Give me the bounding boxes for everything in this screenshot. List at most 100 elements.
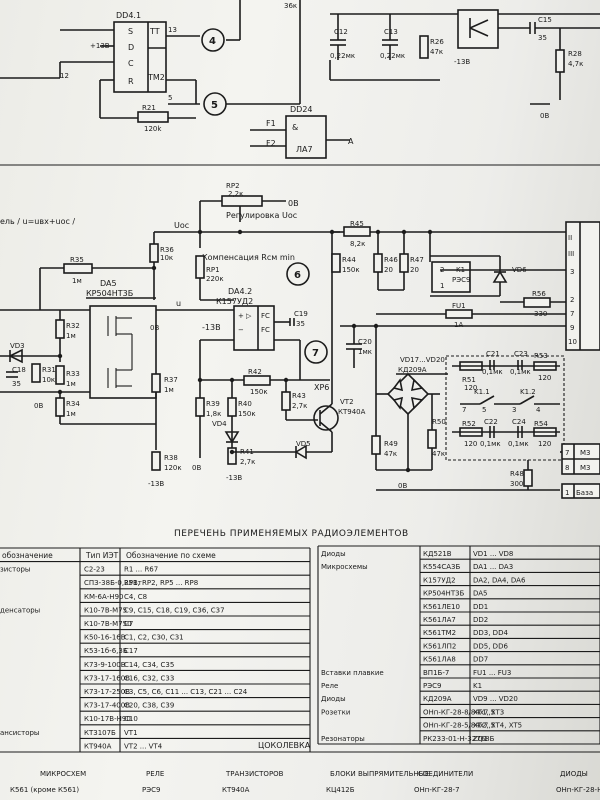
conn-iii: III — [568, 250, 574, 258]
r35-label: R35 — [70, 256, 84, 264]
r46-label: R46 — [384, 256, 398, 264]
c20-value: 1мк — [358, 348, 372, 356]
zero-left: 0B — [34, 402, 43, 410]
c12-label: C12 — [334, 28, 348, 36]
r47-label: R47 — [410, 256, 424, 264]
r56-label: R56 — [532, 290, 546, 298]
svg-text:5: 5 — [482, 406, 486, 414]
pinout-heading: ТРАНЗИСТОРОВ — [225, 770, 284, 778]
r54-label: R54 — [534, 420, 548, 428]
bom-left-type: К73-17-160В — [84, 674, 130, 682]
zero-bottom: 0B — [398, 482, 407, 490]
pinout-subheading: ОНп-КГ-28-Н — [556, 786, 600, 794]
f1-label: F1 — [266, 119, 276, 128]
bom-left-type: К73-9-100В — [84, 661, 126, 669]
f2-label: F2 — [266, 139, 276, 148]
bom-right-group: Реле — [321, 682, 338, 690]
bom-right-group: Розетки — [321, 708, 350, 716]
rp2-zero: 0B — [288, 199, 299, 208]
bom-right-type: К554СА3Б — [423, 563, 460, 571]
r40-label: R40 — [238, 400, 252, 408]
pinout-subheading: К561 (кроме К561) — [10, 786, 79, 794]
bom-left-ref: C17 — [124, 647, 138, 655]
bom-right-ref: VD9 ... VD20 — [473, 695, 518, 703]
bom-right-ref: DA1 ... DA3 — [473, 563, 513, 571]
output-a-label: A — [348, 137, 354, 146]
bom-right-ref: K1 — [473, 682, 482, 690]
bom-right-type: РК233-01-Н-32768Б — [423, 735, 495, 743]
bom-title: ПЕРЕЧЕНЬ ПРИМЕНЯЕМЫХ РАДИОЭЛЕМЕНТОВ — [174, 529, 409, 539]
r31-label: R31 — [42, 366, 56, 374]
pinout-subheading: ОНп-КГ-28-7 — [414, 786, 460, 794]
r21-value: 120k — [144, 125, 162, 133]
rp2-label: RP2 — [226, 182, 240, 190]
pinout-subheading: РЭС9 — [142, 786, 160, 794]
bom-left-type: С2-23 — [84, 566, 105, 574]
uoc-label: Uос — [174, 221, 189, 230]
pin-s: S — [128, 27, 133, 36]
vt2-label: VT2 — [340, 398, 354, 406]
pin-12: 12 — [60, 72, 69, 80]
bom-right-type: КР504НТ3Б — [423, 590, 465, 598]
vd5-label: VD5 — [296, 440, 311, 448]
conn-1: 1 — [565, 489, 569, 497]
marker-7: 7 — [312, 348, 319, 359]
bom-left-ref: C9, C15, C18, C19, C36, C37 — [124, 606, 225, 614]
minus13-mid: -13B — [202, 323, 221, 332]
r53-value: 120 — [538, 374, 551, 382]
bom-right-group: Резонаторы — [321, 735, 365, 743]
kd209-label: КД209А — [398, 366, 427, 374]
bom-left-ref: C3, C5, C6, C11 ... C13, C21 ... C24 — [124, 688, 248, 696]
svg-text:4: 4 — [536, 406, 541, 414]
fu1-value: 1А — [454, 321, 463, 329]
bom-right-type: К561ЛП2 — [423, 642, 456, 650]
bom-right-group: Микросхемы — [321, 563, 368, 571]
r52-label: R52 — [462, 420, 476, 428]
bom-left-ref: C16, C32, C33 — [124, 674, 174, 682]
bom-left-ref: C10 — [124, 715, 138, 723]
bom-right-ref: VD1 ... VD8 — [473, 550, 513, 558]
rp2-value: 2,2к — [228, 190, 243, 198]
r48-label: R48 — [510, 470, 524, 478]
rp1-value: 220к — [206, 275, 224, 283]
da5-label: DA5 — [100, 279, 117, 288]
pinout-heading: РЕЛЕ — [146, 770, 164, 778]
la7-label: ЛА7 — [296, 145, 313, 154]
c24-value: 0,1мк — [508, 440, 529, 448]
bom-left-type: СПЗ-38Б-0,25Вт — [84, 579, 142, 587]
tm2-label: TM2 — [147, 73, 165, 82]
pin-c: C — [128, 59, 134, 68]
r56-value: 330 — [534, 310, 547, 318]
r26-label: R26 — [430, 38, 444, 46]
r28-value: 4,7к — [568, 60, 583, 68]
r44-label: R44 — [342, 256, 356, 264]
svg-text:1: 1 — [440, 282, 444, 290]
conn-10: 10 — [568, 338, 577, 346]
vd3-label: VD3 — [10, 342, 25, 350]
r49-value: 47к — [384, 450, 397, 458]
bom-right-ref: DD5, DD6 — [473, 642, 508, 650]
bom-right-type: КД209А — [423, 695, 452, 703]
left-formula: ель / u=uвх+uос / — [0, 217, 75, 226]
pin-d: D — [128, 43, 134, 52]
svg-text:FC: FC — [261, 312, 270, 320]
r26-value: 47к — [430, 48, 443, 56]
pinout-subheading: КТ940А — [222, 786, 250, 794]
r37-value: 1м — [164, 386, 174, 394]
bom-left-header: Обозначение по схеме — [126, 551, 216, 560]
conn-2: 2 — [570, 296, 574, 304]
r45-value: 8,2к — [350, 240, 365, 248]
m3a-label: M3 — [580, 449, 591, 457]
r41-value: 2,7к — [240, 458, 255, 466]
top-right-block: 36к C12 0,22мк C13 0,22мк R26 47к -13B C… — [284, 0, 600, 120]
bom-right-type: ОНп-КГ-28-5/84х7,5 — [423, 722, 495, 730]
junctions — [57, 229, 433, 473]
pinout-heading: ДИОДЫ — [560, 770, 588, 778]
bom-left-ref: RP1, RP2, RP5 ... RP8 — [124, 579, 198, 587]
bom-left-ref: R1 ... R67 — [124, 566, 158, 574]
r33-label: R33 — [66, 370, 80, 378]
r38-value: 120к — [164, 464, 182, 472]
